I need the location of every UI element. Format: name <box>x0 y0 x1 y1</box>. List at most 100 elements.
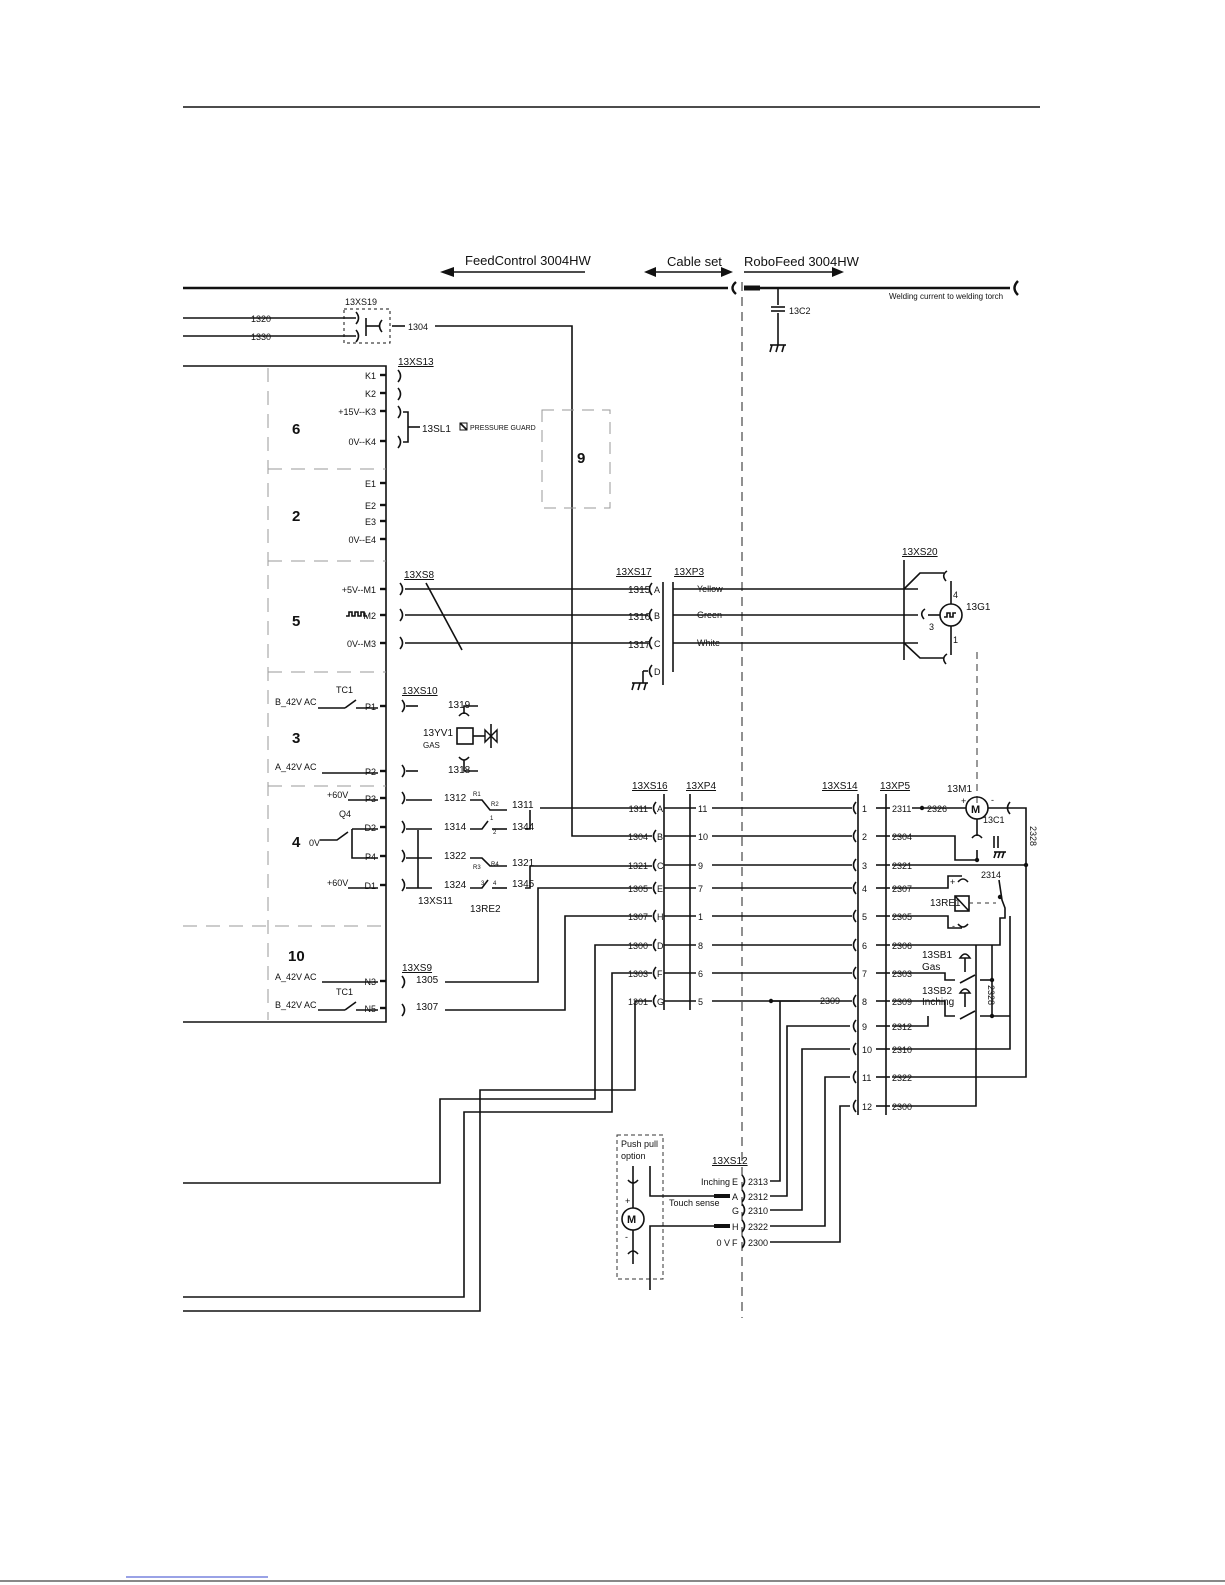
svg-text:M: M <box>971 804 980 816</box>
xs14-pin: 10 <box>862 1045 872 1055</box>
wire-number: 1322 <box>444 851 467 862</box>
xp5-wire: 2311 <box>892 804 911 814</box>
xs14-socket <box>852 994 857 1008</box>
svg-text:13XS12: 13XS12 <box>712 1156 748 1167</box>
svg-text:3: 3 <box>481 881 485 887</box>
svg-text:Inching: Inching <box>922 997 954 1008</box>
svg-text:13YV1: 13YV1 <box>423 728 453 739</box>
xs14-socket <box>852 801 857 815</box>
xs16-pin: H <box>657 912 664 922</box>
xs16-pin: D <box>657 941 664 951</box>
xp5-wire: 2309 <box>892 997 912 1007</box>
xs14-pin: 11 <box>862 1073 871 1083</box>
xs16-wire: 1303 <box>628 969 648 979</box>
xp5-wire: 2310 <box>892 1045 912 1055</box>
svg-text:13XP4: 13XP4 <box>686 781 716 792</box>
xs14-socket <box>852 1019 857 1033</box>
xs16-wire: 1301 <box>628 997 648 1007</box>
xs12-pin: H <box>732 1222 739 1232</box>
xp5-wire: 2312 <box>892 1022 912 1032</box>
svg-text:-: - <box>625 1232 628 1242</box>
board-pin-label: 0V--K4 <box>348 437 376 447</box>
xs14-socket <box>852 938 857 952</box>
xs14-pin: 4 <box>862 884 867 894</box>
svg-text:B: B <box>654 611 660 621</box>
svg-text:4: 4 <box>493 881 497 887</box>
svg-text:13RE2: 13RE2 <box>470 904 501 915</box>
svg-text:10: 10 <box>288 948 305 965</box>
xs16-socket <box>652 966 657 980</box>
svg-text:5: 5 <box>292 613 300 630</box>
xs12-wire: 2313 <box>748 1177 768 1187</box>
xs14-socket <box>852 1042 857 1056</box>
xs16-wire: 1300 <box>628 941 648 951</box>
svg-text:-: - <box>952 921 955 931</box>
svg-text:13XP5: 13XP5 <box>880 781 910 792</box>
wire-number: 1307 <box>416 1002 439 1013</box>
svg-text:13XS11: 13XS11 <box>418 896 453 907</box>
re2-group: 13XS11 13RE2 R1 R2 1 2 R3 R4 3 4 <box>401 791 531 915</box>
external-label: B_42V AC <box>275 1000 317 1010</box>
external-label: A_42V AC <box>275 972 317 982</box>
box-9: 9 <box>577 450 585 467</box>
board-pin-label: P1 <box>365 702 376 712</box>
svg-text:13C2: 13C2 <box>789 306 811 316</box>
board-pin-label: D1 <box>364 881 376 891</box>
wire-labels: 1315131613171319131813121314132213241311… <box>416 585 651 1013</box>
xs16-pin: B <box>657 832 663 842</box>
xs14-pin: 12 <box>862 1102 872 1112</box>
board-pin-label: +5V--M1 <box>342 585 376 595</box>
wire-number: 1315 <box>628 585 651 596</box>
xs12-wire: 2300 <box>748 1238 768 1248</box>
xp5-wire: 2304 <box>892 832 912 842</box>
welding-label: Welding current to welding torch <box>889 292 1003 301</box>
svg-text:13M1: 13M1 <box>947 784 972 795</box>
push-pull-group: Push pull option M + - 13XS12 Touch sens… <box>616 1001 850 1290</box>
external-label: B_42V AC <box>275 697 317 707</box>
svg-text:D: D <box>654 667 661 677</box>
robofeed-label: RoboFeed 3004HW <box>744 254 860 269</box>
board-pin-label: K2 <box>365 389 376 399</box>
svg-text:13XS13: 13XS13 <box>398 357 434 368</box>
svg-text:PRESSURE GUARD: PRESSURE GUARD <box>470 425 536 432</box>
svg-text:4: 4 <box>292 834 301 851</box>
xs16-socket <box>652 829 657 843</box>
svg-text:Push pull: Push pull <box>621 1139 658 1149</box>
svg-text:1304: 1304 <box>408 322 428 332</box>
wire-number: 1318 <box>448 765 471 776</box>
svg-text:13XS8: 13XS8 <box>404 570 434 581</box>
xp4-pin: 5 <box>698 997 703 1007</box>
wire-number: 1314 <box>444 822 467 833</box>
wire-number: 1319 <box>448 700 471 711</box>
xs16-socket <box>652 801 657 815</box>
svg-text:1: 1 <box>490 816 494 822</box>
board-pin-label: P4 <box>365 852 376 862</box>
svg-text:13XS19: 13XS19 <box>345 297 377 307</box>
board-pin-label: E3 <box>365 517 376 527</box>
xs14-pin: 7 <box>862 969 867 979</box>
svg-text:White: White <box>697 638 720 648</box>
encoder-group: 13XS8 13XS17 13XP3 A B C D Yellow Green … <box>399 547 991 803</box>
svg-text:+: + <box>961 796 966 806</box>
svg-text:R3: R3 <box>473 865 481 871</box>
xp5-wire: 2306 <box>892 941 912 951</box>
xs16-pin: C <box>657 861 664 871</box>
xs16-pin: F <box>657 969 663 979</box>
gas-valve-group: 13XS10 13YV1 GAS <box>401 686 498 778</box>
external-label: TC1 <box>336 987 353 997</box>
xs16-wire: 1305 <box>628 884 648 894</box>
board-pin-label: N5 <box>364 1004 376 1014</box>
xs14-socket <box>852 829 857 843</box>
xs16-pin: A <box>657 804 663 814</box>
xs12-pin: E <box>732 1177 738 1187</box>
svg-text:option: option <box>621 1151 646 1161</box>
xs16-socket <box>652 858 657 872</box>
svg-text:13XS17: 13XS17 <box>616 567 652 578</box>
board-pin-label: D2 <box>364 823 376 833</box>
board-pin-label: E2 <box>365 501 376 511</box>
xs9-group: 13XS9 <box>401 887 652 1017</box>
wire-number: 1312 <box>444 793 467 804</box>
